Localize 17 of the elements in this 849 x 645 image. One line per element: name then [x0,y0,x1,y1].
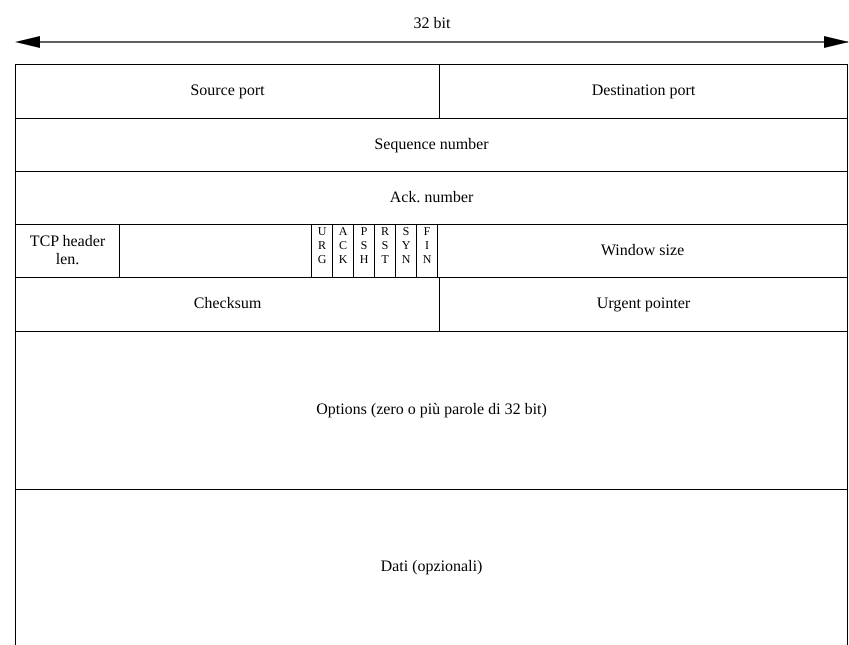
flag-bit-field: FIN [417,225,438,278]
header-field: Checksum [15,278,440,332]
header-field: Window size [438,225,848,278]
flag-bit-field: SYN [396,225,417,278]
header-field: Sequence number [15,119,848,172]
dimension-label: 32 bit [412,14,452,34]
header-field: Ack. number [15,172,848,225]
flag-bit-field: PSH [354,225,375,278]
header-field: Destination port [440,64,848,119]
header-field: Source port [15,64,440,119]
flag-bit-field: ACK [333,225,354,278]
header-field: Dati (opzionali) [15,490,848,645]
header-field: Urgent pointer [440,278,848,332]
flag-bit-field: RST [375,225,396,278]
flag-bit-field: URG [312,225,333,278]
header-field: TCP header len. [15,225,120,278]
header-field: Options (zero o più parole di 32 bit) [15,332,848,490]
